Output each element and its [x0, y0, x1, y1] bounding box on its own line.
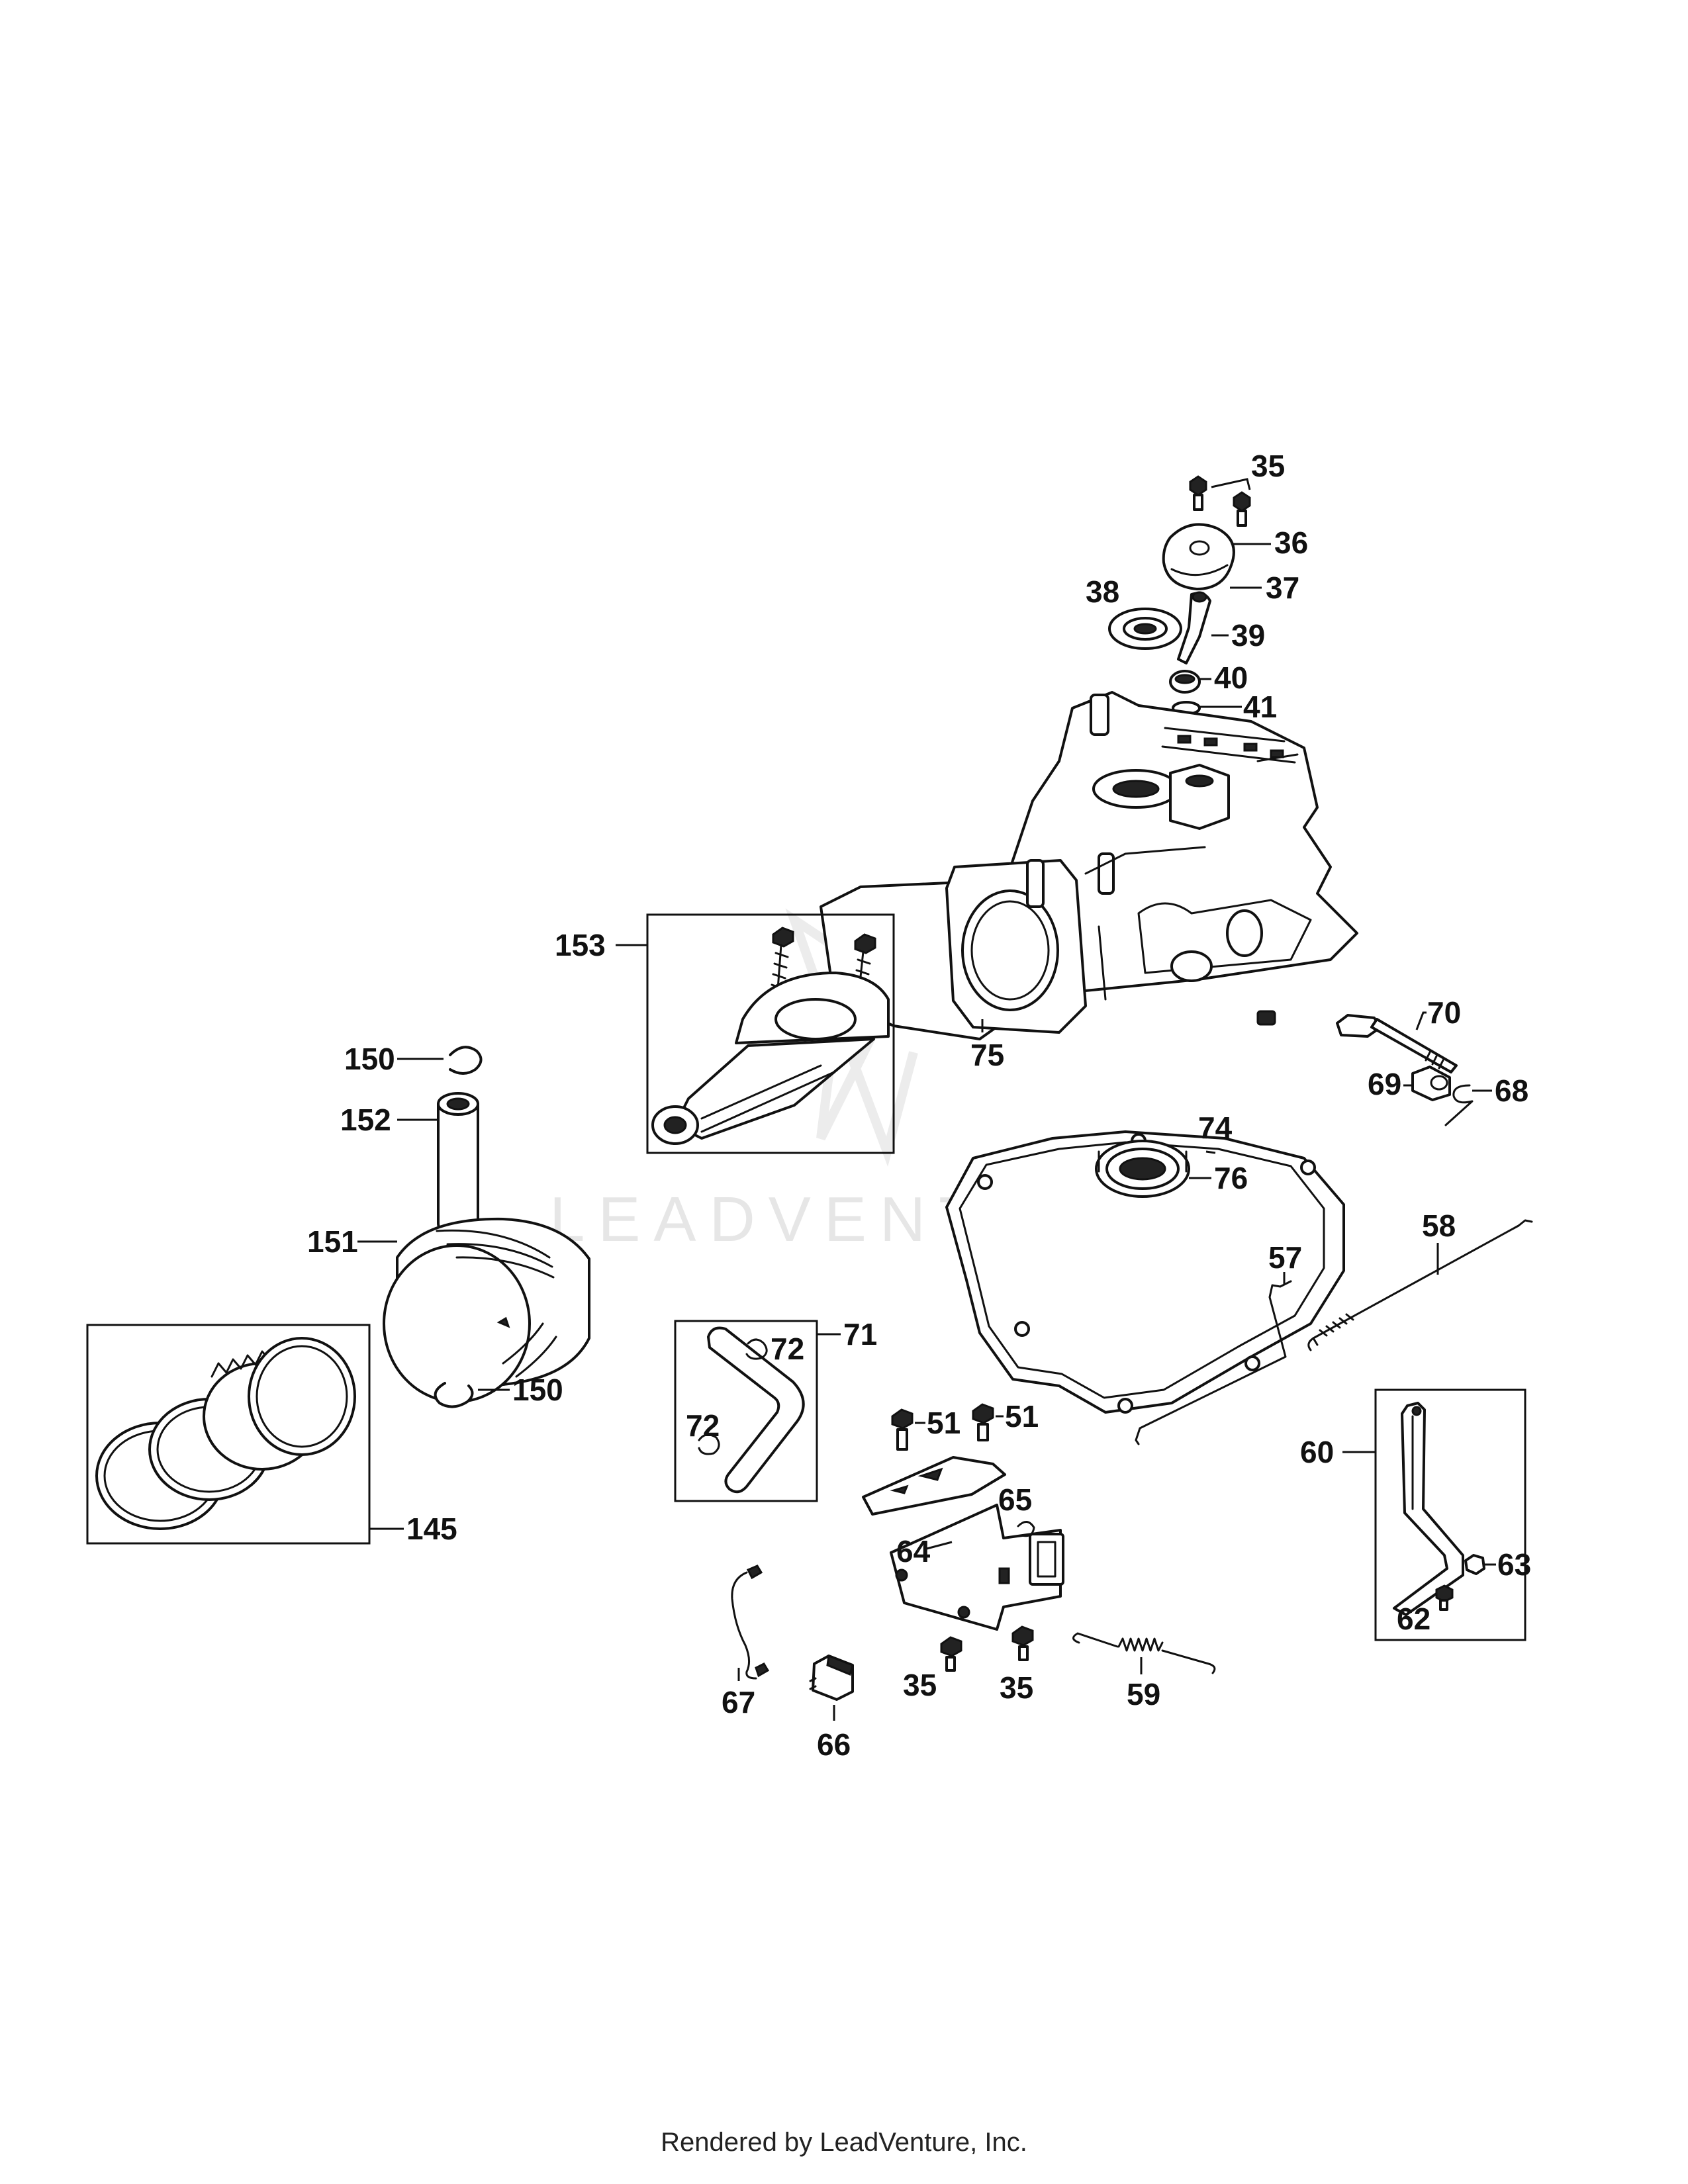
bolt-51-left: [891, 1408, 914, 1451]
washer-40: [1169, 670, 1201, 694]
callout-67: 67: [722, 1685, 755, 1719]
governor-link-57: [1135, 1280, 1292, 1445]
box-153: [646, 913, 895, 1154]
clip-150-upper: [449, 1046, 483, 1075]
callout-51-right: 51: [1005, 1399, 1039, 1433]
oil-seal-38: [1108, 608, 1182, 650]
footer-credit: Rendered by LeadVenture, Inc.: [661, 2128, 1027, 2157]
bolt-35-top-left: [1189, 475, 1207, 511]
spring-59: [1072, 1632, 1216, 1674]
callout-76: 76: [1214, 1161, 1248, 1195]
callout-65: 65: [998, 1482, 1032, 1517]
callout-66: 66: [817, 1727, 851, 1762]
leader-35-top: [1211, 478, 1251, 490]
box-71: [674, 1320, 818, 1502]
callout-151: 151: [307, 1224, 358, 1259]
switch-66: [809, 1654, 854, 1701]
callout-150-lower: 150: [512, 1373, 563, 1407]
callout-153: 153: [555, 928, 606, 962]
bushing-69: [1411, 1066, 1451, 1101]
callout-38: 38: [1086, 574, 1119, 609]
callout-70: 70: [1427, 995, 1461, 1030]
tube-71: [707, 1326, 805, 1494]
bolt-51-right: [972, 1403, 994, 1441]
callout-64: 64: [896, 1534, 931, 1569]
shaft-70: [1336, 1014, 1458, 1073]
callout-152: 152: [340, 1103, 391, 1137]
callout-36: 36: [1274, 525, 1308, 560]
bolt-35-lower-left: [940, 1636, 962, 1672]
callout-58: 58: [1422, 1208, 1456, 1243]
leader-70: [1415, 1011, 1427, 1030]
governor-arm-39: [1177, 591, 1211, 664]
piston-rings-145: [95, 1337, 356, 1530]
callout-74: 74: [1198, 1111, 1233, 1145]
nut-63: [1464, 1554, 1485, 1575]
wire-harness-67: [731, 1565, 770, 1680]
governor-cap-36: [1162, 523, 1235, 590]
bearing-76: [1095, 1140, 1190, 1198]
callout-72-upper: 72: [771, 1332, 804, 1366]
leader-74: [1205, 1150, 1216, 1154]
throttle-link-58: [1307, 1219, 1533, 1351]
control-lever-60: [1393, 1402, 1464, 1616]
leader-64: [926, 1541, 953, 1550]
clamp-72-upper: [745, 1338, 768, 1360]
callout-35-lower-right: 35: [1000, 1670, 1033, 1705]
callout-72-lower: 72: [686, 1408, 720, 1443]
control-bracket-64: [862, 1456, 1064, 1631]
callout-145: 145: [406, 1512, 457, 1546]
callout-71: 71: [843, 1317, 877, 1351]
bolt-35-top-right: [1233, 491, 1251, 527]
box-60: [1374, 1388, 1526, 1641]
clamp-72-lower: [698, 1433, 720, 1455]
callout-40: 40: [1214, 660, 1248, 695]
callout-150-upper: 150: [344, 1042, 395, 1076]
spring-clip-65: [1017, 1521, 1035, 1537]
callout-35-top: 35: [1251, 449, 1285, 483]
callout-51-left: 51: [927, 1406, 961, 1440]
callout-68: 68: [1495, 1073, 1528, 1108]
piston-151: [383, 1217, 590, 1403]
callout-35-lower-left: 35: [903, 1668, 937, 1702]
box-145: [86, 1324, 371, 1545]
callout-57: 57: [1268, 1240, 1302, 1275]
bolt-35-lower-right: [1011, 1625, 1034, 1661]
pin-68: [1444, 1084, 1474, 1126]
callout-39: 39: [1231, 618, 1265, 653]
callout-59: 59: [1127, 1677, 1160, 1711]
clip-150-lower: [434, 1382, 474, 1408]
callout-37: 37: [1266, 570, 1299, 605]
connecting-rod-153: [651, 927, 890, 1145]
crankcase-75: [820, 691, 1358, 1040]
piston-pin-152: [437, 1092, 479, 1236]
callout-69: 69: [1368, 1067, 1401, 1101]
callout-41: 41: [1243, 690, 1277, 724]
callout-75: 75: [970, 1038, 1004, 1072]
callout-62: 62: [1397, 1602, 1430, 1636]
gasket-74: [945, 1130, 1345, 1414]
bolt-62: [1435, 1584, 1454, 1611]
callout-60: 60: [1300, 1435, 1334, 1469]
callout-63: 63: [1497, 1547, 1531, 1582]
